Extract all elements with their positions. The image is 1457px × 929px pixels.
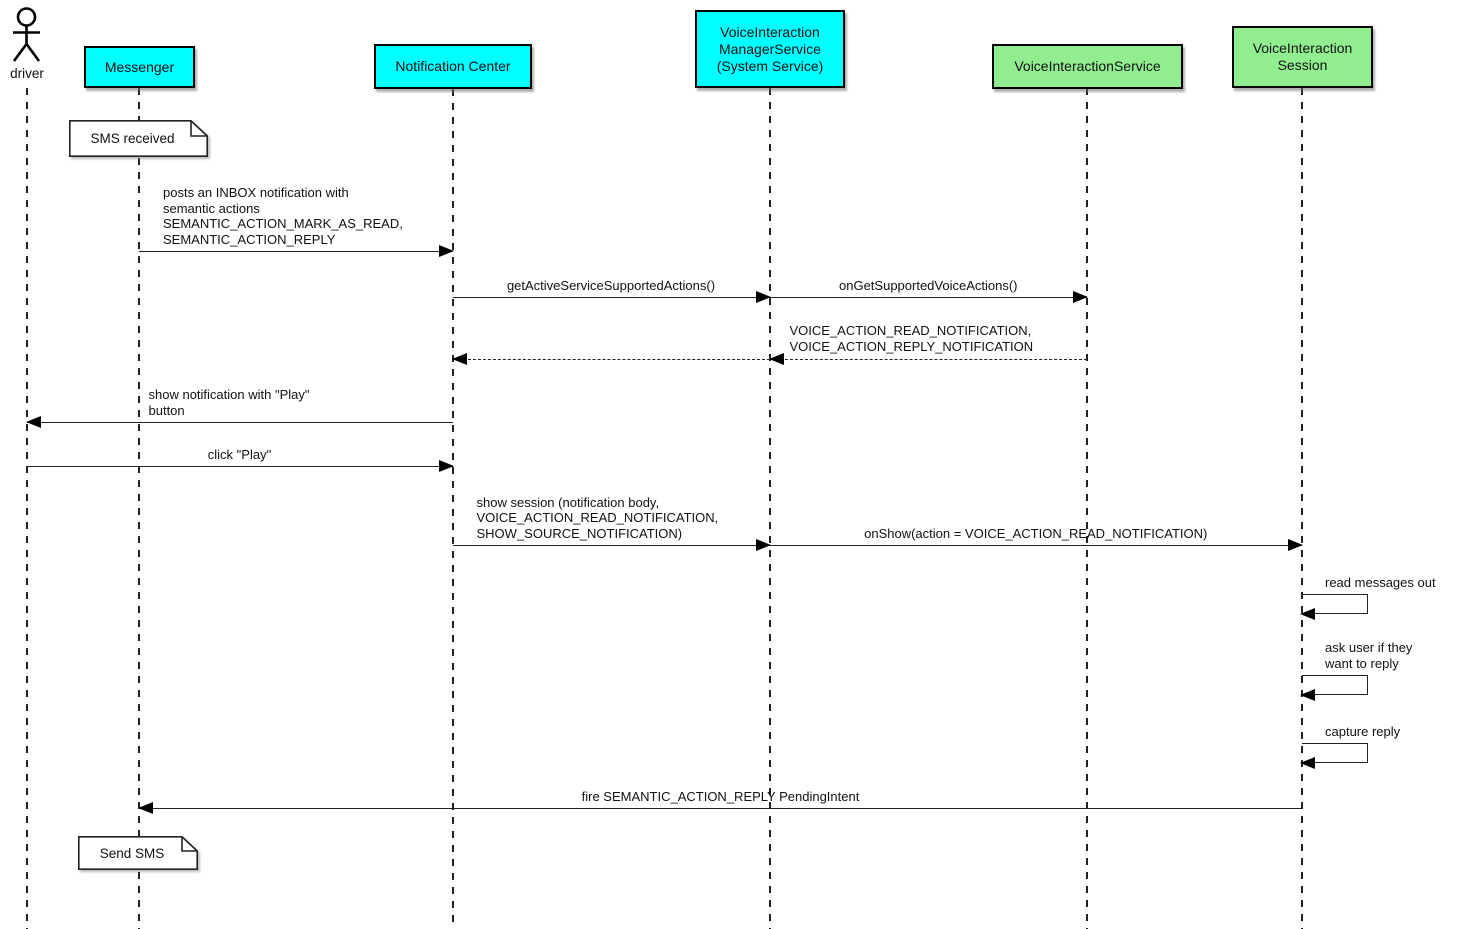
- arrowhead-icon: [1300, 608, 1315, 620]
- arrowhead-icon: [755, 291, 771, 303]
- message-show-notification-play-label: show notification with "Play" button: [148, 387, 310, 418]
- message-return-voice-actions-label: VOICE_ACTION_READ_NOTIFICATION, VOICE_AC…: [789, 323, 1034, 354]
- actor-stick-figure-icon: [12, 7, 41, 62]
- participant-messenger-label: Messenger: [104, 58, 175, 75]
- participant-notification-center-label: Notification Center: [395, 58, 511, 74]
- message-line: [26, 466, 453, 467]
- participant-voice-interaction-session: VoiceInteraction Session: [1232, 26, 1373, 88]
- message-line-dashed: [769, 359, 1087, 360]
- lifeline-messenger: [138, 88, 140, 929]
- participant-voice-interaction-session-label: VoiceInteraction Session: [1252, 40, 1353, 73]
- note-send-sms: Send SMS: [78, 836, 198, 870]
- self-message-read-messages-out: read messages out: [1300, 575, 1436, 620]
- message-get-active-service-supported-actions-label: getActiveServiceSupportedActions(): [506, 277, 716, 293]
- message-line: [452, 545, 770, 546]
- self-message-read-messages-out-label: read messages out: [1325, 574, 1436, 590]
- participant-voice-interaction-service-label: VoiceInteractionService: [1014, 58, 1161, 74]
- arrowhead-icon: [451, 353, 467, 365]
- self-message-ask-user-reply-label: ask user if they want to reply: [1325, 640, 1413, 671]
- message-line: [139, 251, 453, 252]
- lifeline-voice-interaction-manager-service: [768, 88, 771, 929]
- message-line-dashed: [452, 359, 770, 360]
- message-line: [769, 545, 1302, 546]
- arrowhead-icon: [768, 353, 784, 365]
- self-message-capture-reply: capture reply: [1300, 724, 1400, 769]
- lifeline-driver: [25, 88, 28, 929]
- message-posts-inbox-notification-label: posts an INBOX notification with semanti…: [163, 185, 403, 247]
- message-on-get-supported-voice-actions-label: onGetSupportedVoiceActions(): [839, 277, 1018, 293]
- note-shape: [78, 836, 198, 870]
- note-sms-received: SMS received: [69, 120, 208, 157]
- arrowhead-icon: [755, 539, 771, 551]
- message-fire-semantic-action-reply-label: fire SEMANTIC_ACTION_REPLY PendingIntent: [581, 788, 860, 804]
- self-message-capture-reply-label: capture reply: [1325, 723, 1401, 739]
- note-send-sms-text: Send SMS: [99, 845, 165, 861]
- note-sms-received-text: SMS received: [90, 131, 175, 146]
- message-show-session-label: show session (notification body, VOICE_A…: [476, 494, 719, 541]
- participant-voice-interaction-manager-service: VoiceInteraction ManagerService (System …: [695, 10, 845, 88]
- lifeline-voice-interaction-service: [1086, 88, 1088, 929]
- message-line: [769, 297, 1087, 298]
- arrowhead-icon: [1300, 689, 1315, 701]
- self-message-ask-user-reply: ask user if they want to reply: [1300, 640, 1412, 701]
- arrowhead-icon: [138, 802, 153, 814]
- arrowhead-icon: [1300, 757, 1315, 769]
- participant-voice-interaction-manager-service-label: VoiceInteraction ManagerService (System …: [716, 23, 824, 74]
- arrowhead-icon: [438, 460, 454, 472]
- message-line: [452, 297, 770, 298]
- arrowhead-icon: [25, 416, 41, 428]
- arrowhead-icon: [1288, 539, 1303, 551]
- message-line: [26, 422, 453, 423]
- participant-voice-interaction-service: VoiceInteractionService: [992, 44, 1183, 89]
- lifeline-voice-interaction-session: [1301, 88, 1303, 929]
- participant-notification-center: Notification Center: [374, 44, 532, 89]
- note-shape: [69, 120, 208, 157]
- lifeline-notification-center: [451, 89, 454, 929]
- arrowhead-icon: [1073, 291, 1088, 303]
- participant-messenger: Messenger: [84, 46, 195, 88]
- message-click-play-label: click "Play": [207, 446, 272, 462]
- arrowhead-icon: [438, 245, 454, 257]
- message-line: [139, 808, 1302, 809]
- actor-label: driver: [10, 66, 44, 81]
- message-on-show-label: onShow(action = VOICE_ACTION_READ_NOTIFI…: [864, 525, 1208, 541]
